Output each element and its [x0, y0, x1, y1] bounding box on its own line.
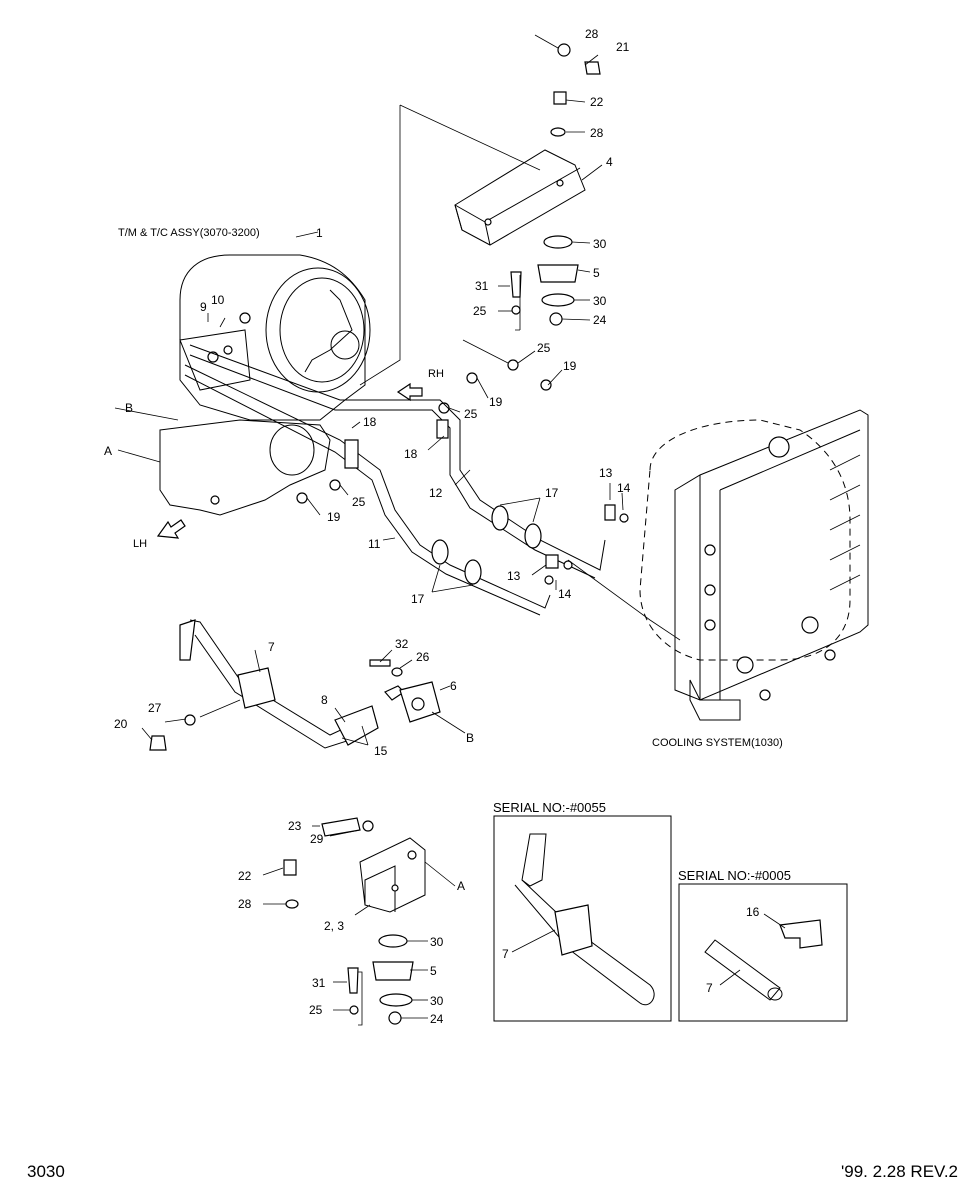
callout: 22: [590, 95, 604, 109]
radiator: [639, 409, 869, 721]
serial-caption-0055: SERIAL NO:-#0055: [493, 800, 606, 815]
callout: 17: [411, 592, 425, 606]
lower-mount-bracket: [283, 817, 426, 1025]
callout: 18: [363, 415, 377, 429]
ref-letter: B: [125, 401, 133, 415]
callout: 2, 3: [324, 919, 344, 933]
serial-box-0055: [493, 815, 672, 1022]
callout: 31: [475, 279, 489, 293]
callout: 7: [706, 981, 713, 995]
callout: 28: [590, 126, 604, 140]
callout: 28: [585, 27, 599, 41]
callout: 11: [368, 537, 381, 551]
callout: 30: [593, 237, 607, 251]
callout: 5: [593, 266, 600, 280]
revision-date: '99. 2.28 REV.2: [841, 1162, 958, 1181]
callout: 10: [211, 293, 225, 307]
callout: 19: [489, 395, 503, 409]
callout: 8: [321, 693, 328, 707]
callout: 18: [404, 447, 418, 461]
callout: 7: [502, 947, 509, 961]
ref-letter: B: [466, 731, 474, 745]
serial-box-0005: [678, 883, 848, 1022]
callout: 28: [238, 897, 252, 911]
callout: 14: [558, 587, 572, 601]
callout: 7: [268, 640, 275, 654]
callout: 9: [200, 300, 207, 314]
upper-mount-stack: [296, 43, 601, 504]
callout-numbers: 1 4 5 5 6 7 7 7 8 9 10 11 12 13 13 14 14…: [104, 27, 760, 1026]
callout: 14: [617, 481, 631, 495]
callout: 12: [429, 486, 443, 500]
callout: 22: [238, 869, 252, 883]
page-number: 3030: [27, 1162, 65, 1181]
middle-hose-group: [149, 619, 441, 751]
callout: 5: [430, 964, 437, 978]
callout: 26: [416, 650, 430, 664]
lh-arrow-icon: [156, 519, 186, 539]
callout: 27: [148, 701, 162, 715]
rh-caption: RH: [428, 368, 444, 380]
cooling-system-caption: COOLING SYSTEM(1030): [652, 737, 783, 749]
callout: 13: [599, 466, 613, 480]
callout: 19: [327, 510, 341, 524]
callout: 24: [430, 1012, 444, 1026]
upper-mount-bracket: [454, 149, 586, 246]
callout: 6: [450, 679, 457, 693]
tm-assy-caption: T/M & T/C ASSY(3070-3200): [118, 227, 260, 239]
callout: 25: [537, 341, 551, 355]
ref-letter: A: [457, 879, 465, 893]
callout: 15: [374, 744, 388, 758]
callout: 30: [430, 935, 444, 949]
callout: 24: [593, 313, 607, 327]
callout: 4: [606, 155, 613, 169]
callout: 20: [114, 717, 128, 731]
callout: 1: [316, 226, 323, 240]
callout: 32: [395, 637, 409, 651]
callout: 29: [310, 832, 324, 846]
callout: 19: [563, 359, 577, 373]
transmission-assembly: [159, 254, 371, 516]
cooling-pipes: [184, 344, 629, 616]
callout: 30: [593, 294, 607, 308]
callout: 16: [746, 905, 760, 919]
leader-lines: [114, 34, 786, 1026]
callout: 13: [507, 569, 521, 583]
serial-caption-0005: SERIAL NO:-#0005: [678, 868, 791, 883]
callout: 21: [616, 40, 630, 54]
callout: 25: [473, 304, 487, 318]
rh-arrow-icon: [396, 382, 423, 402]
lh-caption: LH: [133, 538, 147, 550]
callout: 23: [288, 819, 302, 833]
callout: 25: [309, 1003, 323, 1017]
callout: 25: [464, 407, 478, 421]
ref-letter: A: [104, 444, 112, 458]
callout: 30: [430, 994, 444, 1008]
callout: 31: [312, 976, 326, 990]
callout: 17: [545, 486, 559, 500]
callout: 25: [352, 495, 366, 509]
